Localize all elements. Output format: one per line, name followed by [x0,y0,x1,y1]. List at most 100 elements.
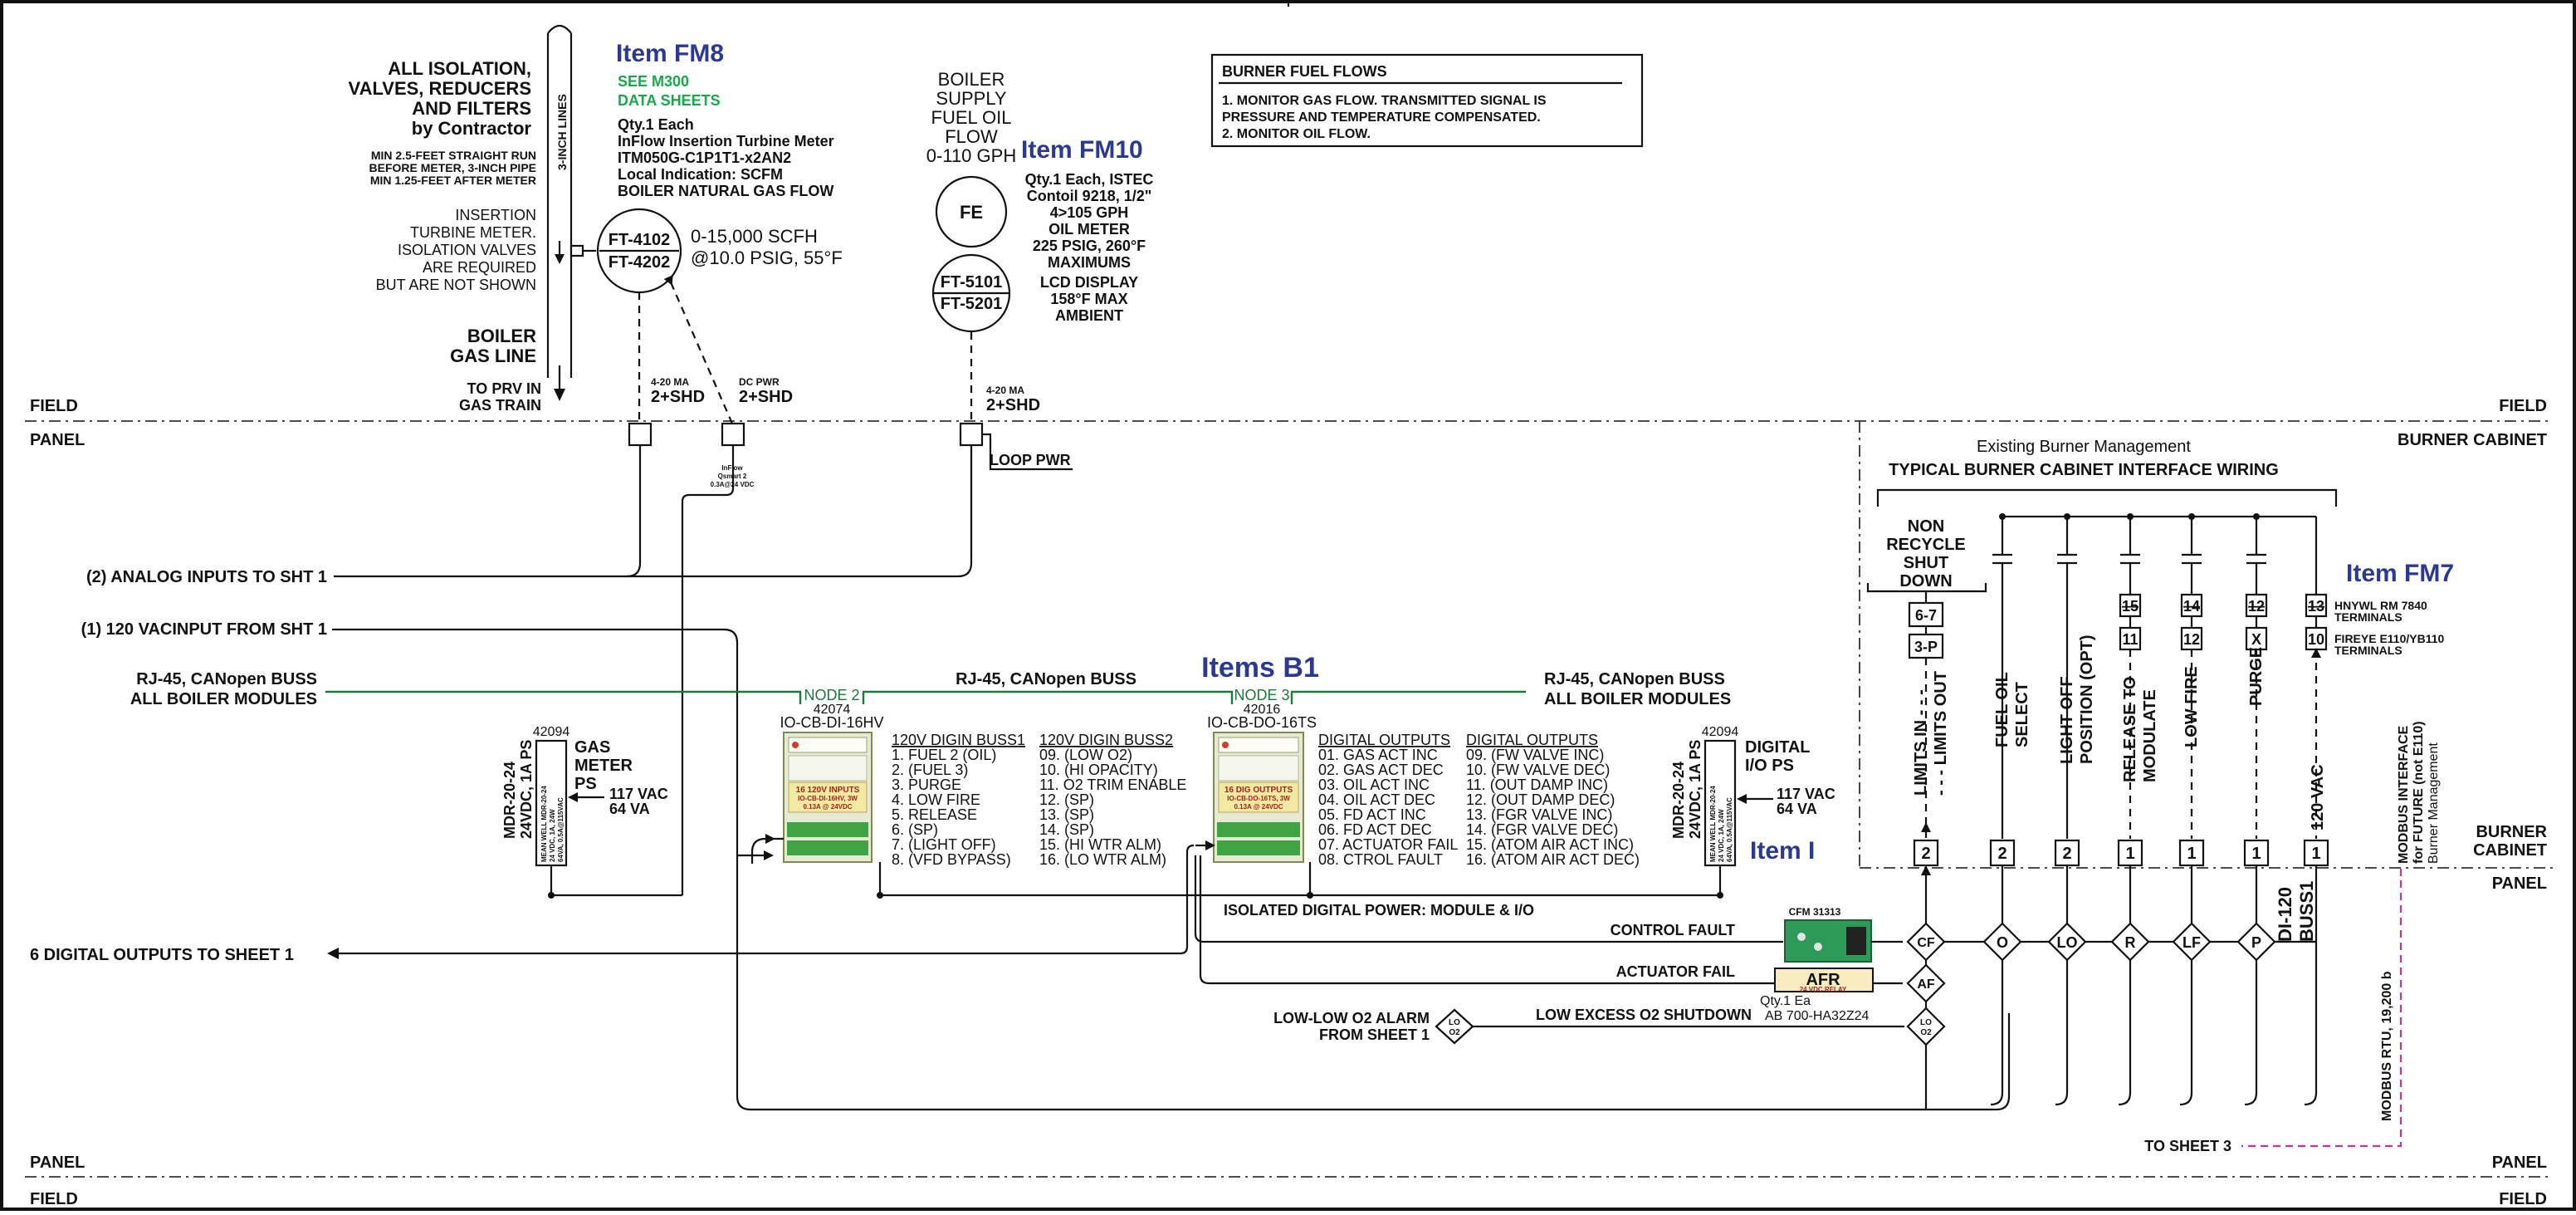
count-6: 1 [2251,845,2261,863]
dig-ps-small-3: 64VA, 0.5A@115VAC [1726,797,1733,862]
light-off-1: LIGHT OFF [2058,676,2076,764]
node3-col1-6: 06. FD ACT DEC [1318,821,1432,838]
pipe-top-cap [547,24,572,34]
term-14-label: 14 [2183,598,2200,615]
term-6-7-label: 6-7 [1915,607,1937,624]
count-2: 2 [1997,845,2007,863]
meter-insertion-stub [569,244,584,257]
zone-field-top-right: FIELD [2499,397,2547,415]
isolated-power-label: ISOLATED DIGITAL POWER: MODULE & I/O [1224,902,1534,919]
node2-input-arrow-1 [765,834,775,844]
node2-number: 42074 [814,703,851,717]
fm10-supply-3: FUEL OIL [931,107,1012,128]
contact-purge: 12 X PURGE [2245,517,2268,839]
node3-led-panel [1218,755,1299,781]
item-i-title: Item I [1750,837,1815,865]
fuel-oil-1: FUEL OIL [1993,672,2011,747]
cfm-connector [1846,927,1866,955]
node3-col1-4: 04. OIL ACT DEC [1318,791,1435,808]
fireye-2: TERMINALS [2334,644,2402,657]
diamond-lo-o2-1: LO [1920,1018,1932,1027]
count-3: 2 [2062,845,2071,863]
ft5201-tag: FT-5201 [941,295,1002,313]
node3-col2-7: 15. (ATOM AIR ACT INC) [1466,836,1634,853]
fm8-desc-2: InFlow Insertion Turbine Meter [618,133,834,149]
node2-col2-1: 09. (LOW O2) [1039,747,1132,763]
fm8-sig2-b: 2+SHD [739,388,793,406]
node3-module-line-2: IO-CB-DO-16TS, 3W [1227,795,1290,802]
loop-pwr-line [982,433,1073,471]
lo-o2-left-2: O2 [1449,1028,1460,1037]
fm10-lcd-2: 158°F MAX [1050,291,1127,307]
afr-part: AB 700-HA32Z24 [1765,1009,1870,1023]
modbus-2: for FUTURE (not E110) [2412,721,2426,864]
to-prv-1: TO PRV IN [467,380,541,397]
iso-drops [878,862,1312,895]
item-fm7-title: Item FM7 [2346,560,2454,587]
node3-col1-2: 02. GAS ACT DEC [1318,762,1444,778]
dig-ps-vac-arrow [1737,794,1747,804]
node3-terminal-block-1 [1217,822,1300,837]
label-rj45-left-2: ALL BOILER MODULES [130,690,317,708]
fm10-lcd-1: LCD DISPLAY [1040,274,1138,291]
ft5101-tag: FT-5101 [941,273,1002,292]
fm10-lcd-3: AMBIENT [1055,307,1123,324]
node3-col2-5: 13. (FGR VALVE INC) [1466,806,1612,823]
node3-col1-7: 07. ACTUATOR FAIL [1318,836,1458,853]
release-contact [2120,517,2140,595]
node3-out-arrow [1205,840,1215,850]
isolation-line-4: by Contractor [412,118,532,139]
insertion-note-2: TURBINE METER. [410,224,536,241]
count-4: 1 [2125,845,2134,863]
release-2: MODULATE [2141,689,2159,782]
node2-col2-2: 10. (HI OPACITY) [1039,762,1158,778]
node3-col1-5: 05. FD ACT INC [1318,806,1426,823]
loop-pwr-label: LOOP PWR [990,452,1071,468]
nonrecycle-4: DOWN [1899,572,1952,590]
zone-burner: BURNER [2476,823,2547,841]
afr-sub: 24 VDC RELAY [1800,986,1847,993]
term-13-label: 13 [2308,598,2324,615]
lo-o2-left-1: LO [1449,1018,1460,1027]
control-fault-label: CONTROL FAULT [1611,922,1735,938]
isolation-line-2: VALVES, REDUCERS [349,78,531,99]
node3-col1-3: 03. OIL ACT INC [1318,777,1430,793]
diamond-lo-o2-2: O2 [1920,1028,1932,1037]
node2-module: 16 120V INPUTS IO-CB-DI-16HV, 3W 0.13A @… [783,732,873,863]
diamond-cf-label: CF [1917,936,1935,950]
diamond-lf-label: LF [2183,934,2201,951]
label-rj45-left-1: RJ-45, CANopen BUSS [136,670,317,688]
node3-col1-8: 08. CTROL FAULT [1318,851,1443,868]
label-analog-inputs: (2) ANALOG INPUTS TO SHT 1 [86,568,327,586]
cabinet-drops [1924,865,2318,943]
fm10-sig-b: 2+SHD [986,396,1040,414]
gas-ps-number: 42094 [533,725,570,739]
cfm-label: CFM 31313 [1789,906,1841,918]
insertion-note-1: INSERTION [455,207,536,223]
vac-120-label: 120 VAC [2309,764,2327,830]
di120-2: BUSS1 [2296,881,2317,942]
node2-module-line-3: 0.13A @ 24VDC [803,803,852,811]
gas-ps-small-1: MEAN WELL MDR-20-24 [540,786,548,862]
node3-col2-6: 14. (FGR VALVE DEC) [1466,821,1618,838]
cabinet-bracket [1876,488,2338,507]
light-off-contact [2057,517,2077,839]
lo-o2-diamond-left [1435,1008,1474,1045]
node2-col2-title: 120V DIGIN BUSS2 [1039,732,1173,748]
gas-meter-ps: 42094 MEAN WELL MDR-20-24 24 VDC, 1A, 24… [501,725,682,899]
control-fault-wire [1194,855,1783,943]
node3-col2-title: DIGITAL OUTPUTS [1466,732,1598,748]
gas-ps-vac-1: 117 VAC [609,786,668,802]
fm10-supply-1: BOILER [938,69,1005,90]
node2-label-panel [788,781,868,813]
count-box-7 [2303,839,2329,867]
fm8-sig1-b: 2+SHD [651,388,705,406]
node2-col1-4: 4. LOW FIRE [892,791,980,808]
vac-120: 13 10 120 VAC [2305,517,2328,839]
count-box-3 [2054,839,2080,867]
insertion-note-4: ARE REQUIRED [423,259,536,276]
fm8-see-2: DATA SHEETS [618,92,721,109]
node2-input-wire [750,837,784,864]
dig-ps-number: 42094 [1702,725,1739,739]
